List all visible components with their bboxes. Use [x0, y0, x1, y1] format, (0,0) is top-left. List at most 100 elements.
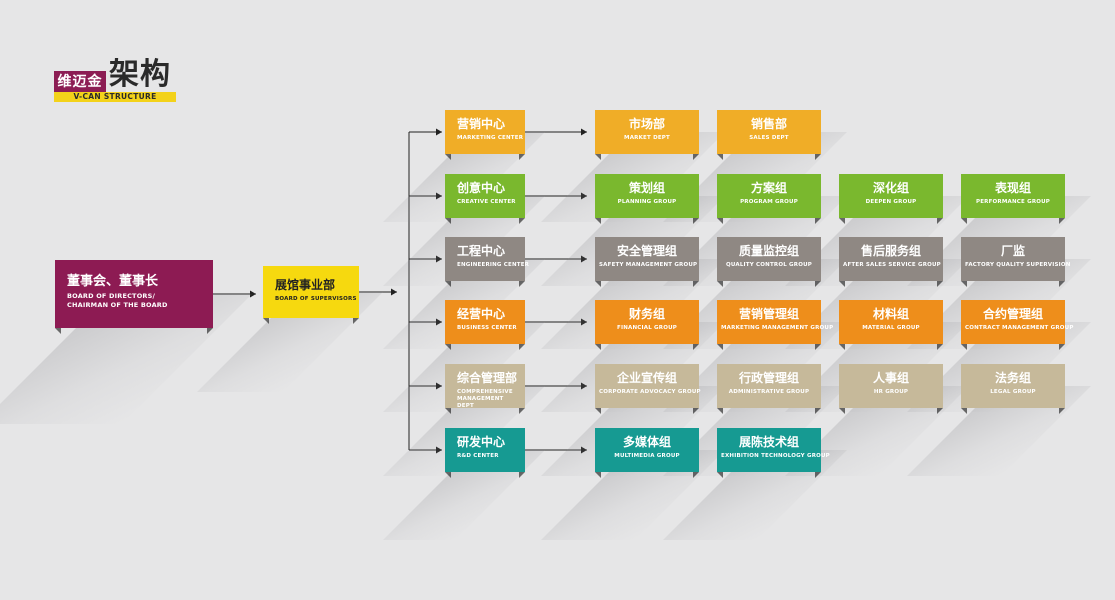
group-comprehensive-3-box-english-label: LEGAL GROUP	[990, 389, 1036, 395]
group-marketing-0-box-label: 市场部	[628, 117, 665, 131]
fold-corner	[839, 408, 845, 414]
fold-corner	[595, 408, 601, 414]
fold-corner	[961, 218, 967, 224]
fold-corner	[1059, 218, 1065, 224]
center-marketing-box: 营销中心 MARKETING CENTER	[445, 110, 525, 160]
center-engineering-box-label: 工程中心	[457, 244, 506, 258]
group-business-3-box: 合约管理组 CONTRACT MANAGEMENT GROUP	[961, 300, 1074, 350]
center-engineering-box: 工程中心 ENGINEERING CENTER	[445, 237, 530, 287]
board-of-supervisors-box-english-label: BOARD OF SUPERVISORS	[275, 296, 357, 302]
center-creative-box-label: 创意中心	[457, 181, 506, 195]
fold-corner	[815, 281, 821, 287]
board-of-directors-box-english-label: BOARD OF DIRECTORS/ CHAIRMAN OF THE BOAR…	[67, 292, 168, 309]
fold-corner	[937, 218, 943, 224]
arrowhead-icon	[581, 255, 587, 263]
group-engineering-2-box-english-label: AFTER SALES SERVICE GROUP	[843, 262, 941, 268]
center-business-box-label: 经营中心	[457, 307, 506, 321]
fold-corner	[445, 154, 451, 160]
group-comprehensive-3-box-label: 法务组	[994, 371, 1031, 385]
fold-corner	[445, 218, 451, 224]
group-marketing-0-box-english-label: MARKET DEPT	[624, 135, 670, 141]
group-business-3-box-label: 合约管理组	[982, 307, 1043, 321]
fold-corner	[815, 408, 821, 414]
fold-corner	[595, 344, 601, 350]
fold-corner	[595, 472, 601, 478]
arrowhead-icon	[581, 192, 587, 200]
group-business-0-box-label: 财务组	[628, 307, 665, 321]
group-creative-3-box-english-label: PERFORMANCE GROUP	[975, 199, 1051, 205]
fold-corner	[717, 344, 723, 350]
group-engineering-0-box-english-label: SAFETY MANAGEMENT GROUP	[599, 262, 698, 268]
group-comprehensive-0-box-english-label: CORPORATE ADVOCACY GROUP	[599, 389, 701, 395]
group-creative-3-box: 表现组 PERFORMANCE GROUP	[961, 174, 1065, 224]
arrowhead-icon	[436, 128, 442, 136]
group-engineering-1-box-english-label: QUALITY CONTROL GROUP	[726, 262, 812, 268]
fold-corner	[693, 472, 699, 478]
fold-corner	[717, 154, 723, 160]
fold-corner	[445, 344, 451, 350]
logo-brand: 维迈金	[54, 71, 106, 93]
fold-corner	[937, 344, 943, 350]
arrowhead-icon	[436, 382, 442, 390]
fold-corner	[839, 281, 845, 287]
group-creative-2-box-english-label: DEEPEN GROUP	[865, 199, 917, 205]
fold-corner	[961, 281, 967, 287]
fold-corner	[445, 408, 451, 414]
logo: 架构 维迈金 V-CAN STRUCTURE	[54, 56, 176, 102]
fold-corner	[961, 344, 967, 350]
group-engineering-1-box-label: 质量监控组	[738, 244, 799, 258]
group-engineering-0-box-label: 安全管理组	[616, 244, 677, 258]
center-comprehensive-box-label: 综合管理部	[457, 371, 518, 385]
fold-corner	[595, 218, 601, 224]
fold-corner	[1059, 281, 1065, 287]
group-rnd-0-box: 多媒体组 MULTIMEDIA GROUP	[595, 428, 699, 478]
fold-corner	[693, 408, 699, 414]
fold-corner	[815, 472, 821, 478]
group-rnd-1-box-label: 展陈技术组	[738, 435, 799, 449]
fold-corner	[717, 408, 723, 414]
fold-corner	[693, 154, 699, 160]
fold-corner	[693, 218, 699, 224]
arrowhead-icon	[581, 446, 587, 454]
group-comprehensive-0-box-label: 企业宣传组	[616, 371, 677, 385]
fold-corner	[445, 472, 451, 478]
group-comprehensive-1-box-label: 行政管理组	[738, 371, 799, 385]
center-marketing-box-label: 营销中心	[457, 117, 506, 131]
center-rnd-box-label: 研发中心	[457, 435, 506, 449]
arrowhead-icon	[581, 128, 587, 136]
fold-corner	[937, 281, 943, 287]
fold-corner	[519, 154, 525, 160]
arrowhead-icon	[436, 255, 442, 263]
fold-corner	[937, 408, 943, 414]
group-rnd-0-box-label: 多媒体组	[622, 435, 671, 449]
fold-corner	[595, 154, 601, 160]
center-marketing-box-english-label: MARKETING CENTER	[457, 135, 524, 141]
fold-corner	[519, 218, 525, 224]
group-creative-0-box-label: 策划组	[628, 181, 665, 195]
fold-corner	[519, 408, 525, 414]
group-business-3-box-english-label: CONTRACT MANAGEMENT GROUP	[965, 325, 1074, 331]
fold-corner	[263, 318, 269, 324]
fold-corner	[519, 281, 525, 287]
group-creative-0-box-english-label: PLANNING GROUP	[617, 199, 677, 205]
fold-corner	[839, 218, 845, 224]
group-comprehensive-3-box: 法务组 LEGAL GROUP	[961, 364, 1065, 414]
group-business-1-box-english-label: MARKETING MANAGEMENT GROUP	[721, 325, 834, 331]
arrowhead-icon	[436, 446, 442, 454]
group-creative-3-box-label: 表现组	[994, 181, 1031, 195]
center-rnd-box-english-label: R&D CENTER	[457, 453, 499, 459]
group-rnd-0-box-english-label: MULTIMEDIA GROUP	[614, 453, 680, 459]
center-engineering-box-english-label: ENGINEERING CENTER	[457, 262, 530, 268]
arrowhead-icon	[391, 288, 397, 296]
